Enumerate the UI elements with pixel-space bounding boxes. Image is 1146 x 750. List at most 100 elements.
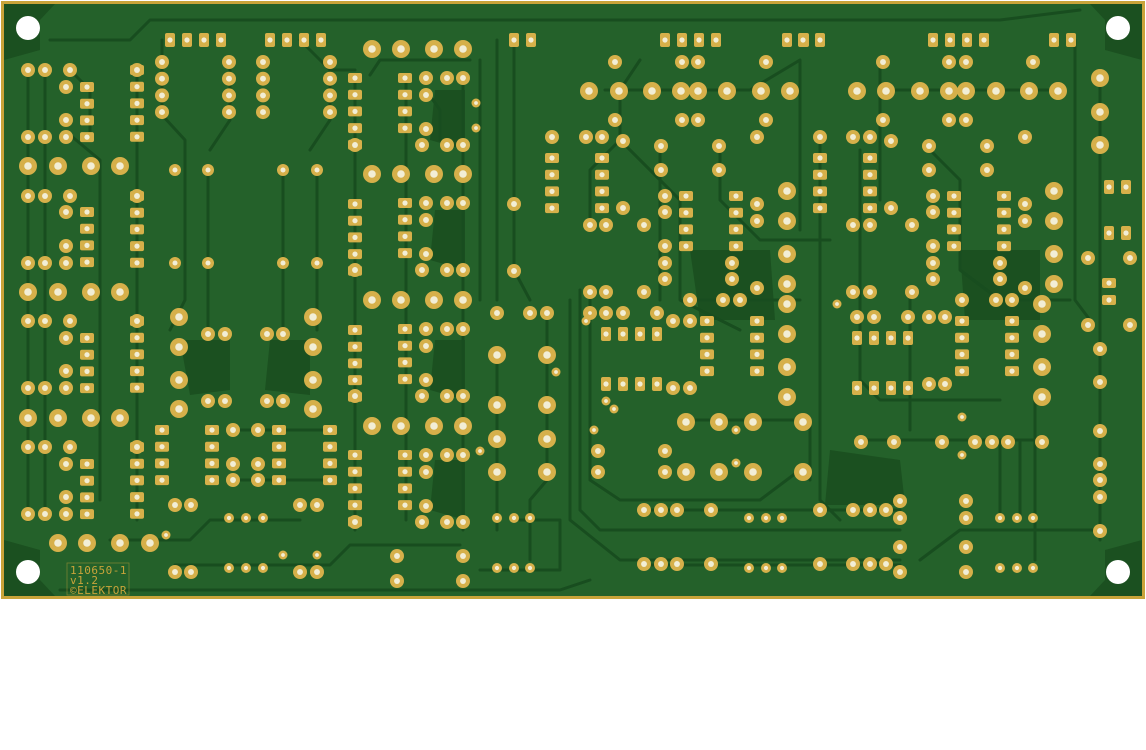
drill-hole: [641, 507, 647, 513]
drill-hole: [42, 511, 48, 517]
drill-hole: [746, 565, 752, 571]
drill-hole: [352, 234, 358, 240]
drill-hole: [858, 439, 864, 445]
drill-hole: [84, 335, 90, 341]
drill-hole: [402, 359, 408, 365]
drill-hole: [835, 302, 839, 306]
drill-hole: [394, 578, 400, 584]
drill-hole: [543, 351, 551, 359]
drill-hole: [352, 502, 358, 508]
drill-hole: [1097, 461, 1103, 467]
drill-hole: [620, 310, 626, 316]
drill-hole: [84, 478, 90, 484]
drill-hole: [430, 170, 438, 178]
drill-hole: [854, 335, 860, 341]
drill-hole: [402, 485, 408, 491]
drill-hole: [1025, 87, 1033, 95]
drill-hole: [352, 92, 358, 98]
drill-hole: [683, 243, 689, 249]
drill-hole: [754, 368, 760, 374]
silkscreen-label: 110650-1 v1.2 ©ELEKTOR: [66, 562, 130, 597]
drill-hole: [368, 45, 376, 53]
drill-hole: [402, 75, 408, 81]
drill-hole: [658, 143, 664, 149]
drill-hole: [397, 296, 405, 304]
drill-hole: [939, 439, 945, 445]
drill-hole: [460, 553, 466, 559]
drill-hole: [867, 134, 873, 140]
drill-hole: [1123, 230, 1129, 236]
drill-hole: [867, 155, 873, 161]
drill-hole: [817, 134, 823, 140]
drill-hole: [749, 468, 757, 476]
drill-hole: [1097, 494, 1103, 500]
drill-hole: [989, 439, 995, 445]
drill-hole: [1085, 255, 1091, 261]
drill-hole: [704, 351, 710, 357]
drill-hole: [63, 368, 69, 374]
drill-hole: [527, 310, 533, 316]
drill-hole: [603, 289, 609, 295]
drill-hole: [997, 515, 1003, 521]
drill-hole: [599, 205, 605, 211]
drill-hole: [222, 398, 228, 404]
drill-hole: [260, 515, 266, 521]
drill-hole: [817, 205, 823, 211]
drill-hole: [734, 461, 738, 465]
drill-hole: [84, 117, 90, 123]
drill-hole: [549, 205, 555, 211]
drill-hole: [930, 37, 936, 43]
silkscreen-box: [66, 562, 130, 596]
drill-hole: [746, 515, 752, 521]
drill-hole: [713, 37, 719, 43]
drill-hole: [327, 444, 333, 450]
drill-hole: [83, 539, 91, 547]
drill-hole: [583, 134, 589, 140]
drill-hole: [474, 126, 478, 130]
drill-hole: [786, 87, 794, 95]
drill-hole: [423, 200, 429, 206]
drill-hole: [763, 515, 769, 521]
drill-hole: [942, 381, 948, 387]
drill-hole: [817, 561, 823, 567]
drill-hole: [444, 75, 450, 81]
drill-hole: [368, 170, 376, 178]
drill-hole: [423, 343, 429, 349]
drill-hole: [493, 435, 501, 443]
drill-hole: [905, 335, 911, 341]
drill-hole: [54, 288, 62, 296]
drill-hole: [763, 59, 769, 65]
drill-hole: [134, 511, 140, 517]
drill-hole: [1097, 379, 1103, 385]
drill-hole: [1127, 322, 1133, 328]
drill-hole: [963, 498, 969, 504]
drill-hole: [67, 444, 73, 450]
drill-hole: [459, 422, 467, 430]
drill-hole: [783, 187, 791, 195]
drill-hole: [327, 92, 333, 99]
drill-hole: [1022, 218, 1028, 224]
drill-hole: [402, 108, 408, 114]
drill-hole: [42, 193, 48, 199]
drill-hole: [209, 460, 215, 466]
drill-hole: [1039, 439, 1045, 445]
drill-hole: [1097, 528, 1103, 534]
drill-hole: [84, 209, 90, 215]
drill-hole: [134, 335, 140, 341]
drill-hole: [25, 260, 31, 266]
drill-hole: [963, 515, 969, 521]
soldermask-area: [4, 4, 1142, 596]
drill-hole: [997, 565, 1003, 571]
drill-hole: [327, 109, 333, 116]
drill-hole: [733, 210, 739, 216]
drill-hole: [945, 87, 953, 95]
drill-hole: [222, 331, 228, 337]
drill-hole: [42, 385, 48, 391]
drill-hole: [733, 243, 739, 249]
drill-hole: [951, 193, 957, 199]
drill-hole: [662, 243, 668, 249]
drill-hole: [42, 444, 48, 450]
drill-hole: [695, 117, 701, 123]
drill-hole: [897, 569, 903, 575]
drill-hole: [662, 37, 668, 43]
